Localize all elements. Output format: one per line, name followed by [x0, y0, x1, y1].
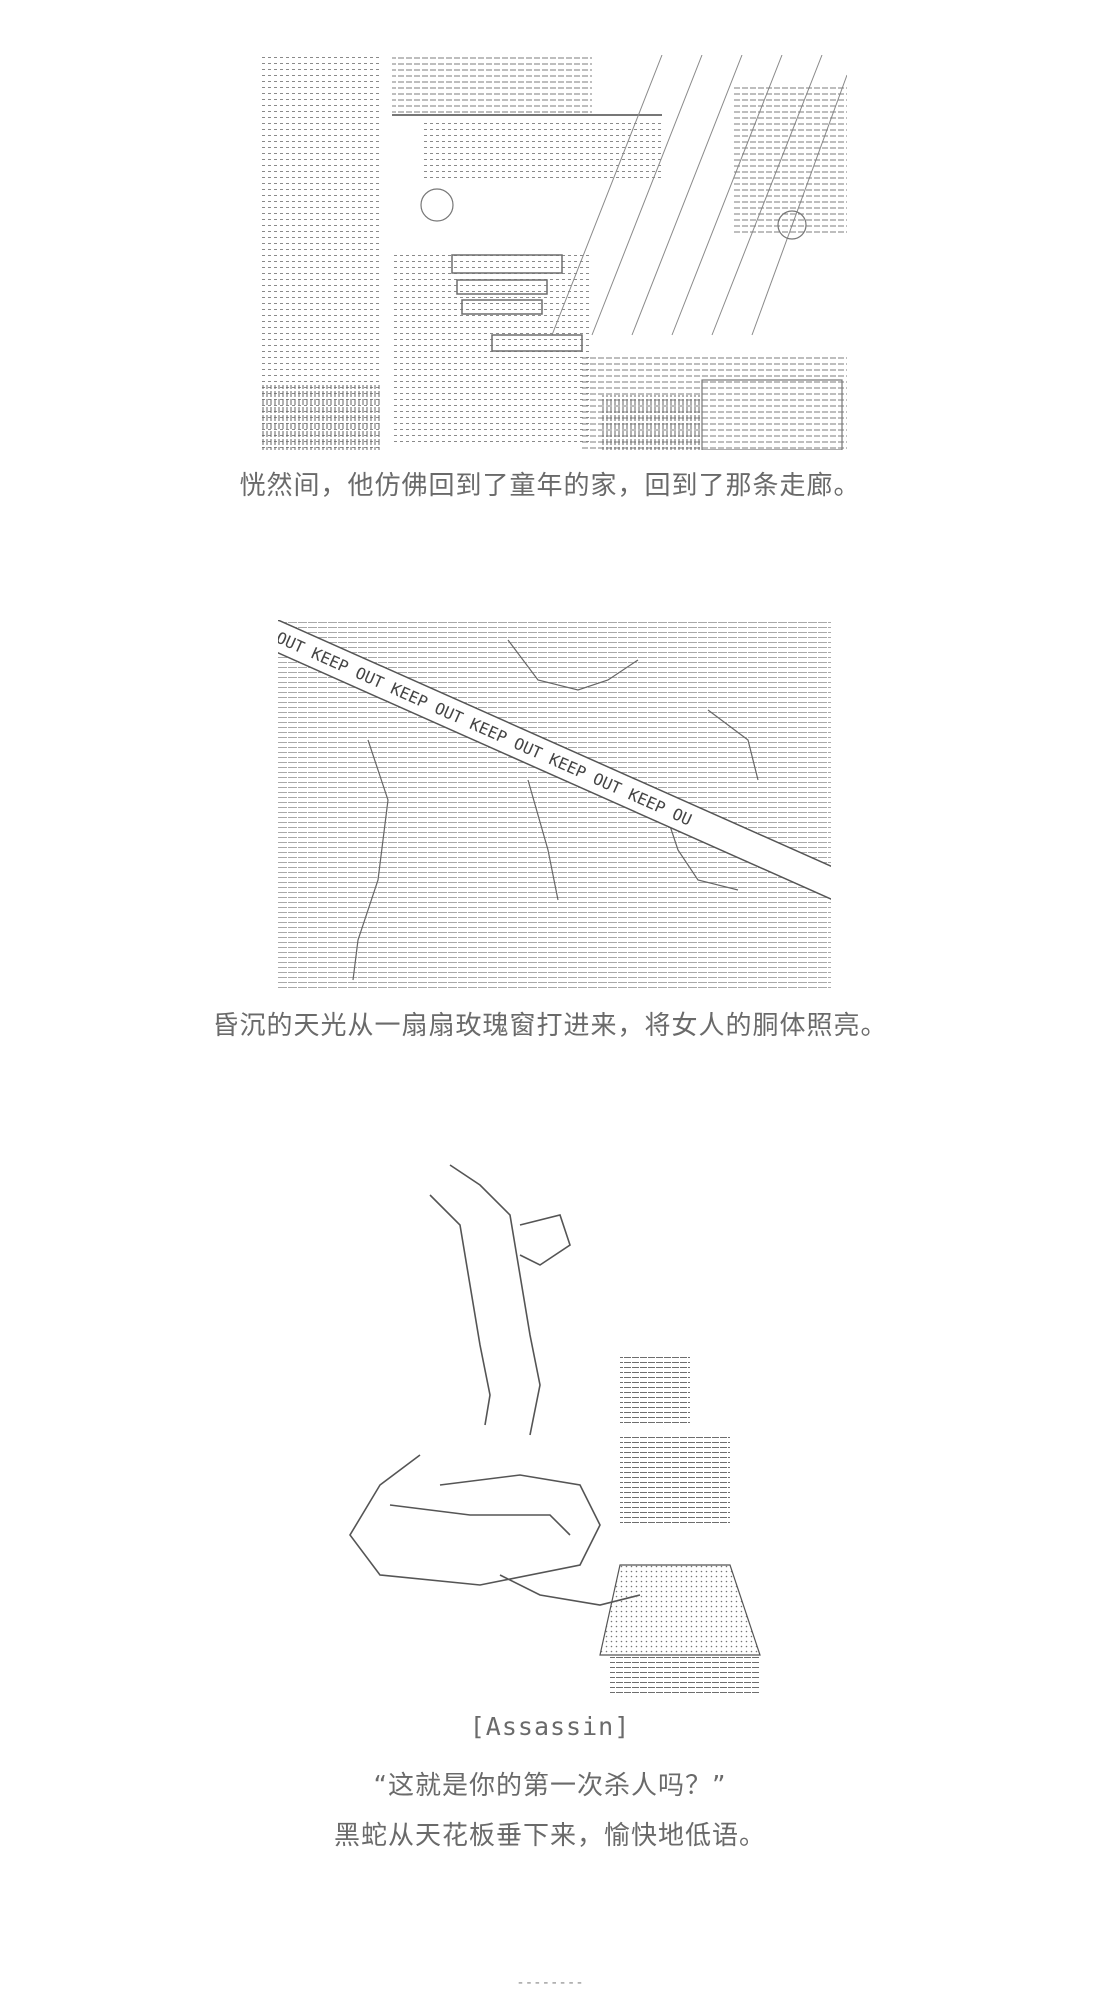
- corridor-caption: 恍然间，他仿佛回到了童年的家，回到了那条走廊。: [239, 471, 861, 501]
- corridor-art: [262, 55, 847, 450]
- keep-out-art: OUT KEEP OUT KEEP OUT KEEP OUT KEEP OUT …: [278, 620, 831, 990]
- speaker-label: [Assassin]: [469, 1712, 631, 1741]
- figure-head: [620, 1355, 690, 1425]
- keep-out-art-panel: OUT KEEP OUT KEEP OUT KEEP OUT KEEP OUT …: [278, 620, 831, 990]
- snake-caption: 黑蛇从天花板垂下来，愉快地低语。: [333, 1821, 766, 1851]
- snake-art-panel: [320, 1155, 780, 1700]
- window-caption: 昏沉的天光从一扇扇玫瑰窗打进来，将女人的胴体照亮。: [212, 1011, 888, 1041]
- snake-art: [349, 1164, 761, 1695]
- corridor-art-panel: [262, 55, 847, 450]
- snake-body: [349, 1164, 641, 1606]
- assassin-dialogue: “这就是你的第一次杀人吗？”: [373, 1771, 727, 1801]
- footer-ellipsis: --------: [516, 1975, 584, 1991]
- figure-torso: [620, 1435, 730, 1525]
- figure-dress: [599, 1564, 761, 1656]
